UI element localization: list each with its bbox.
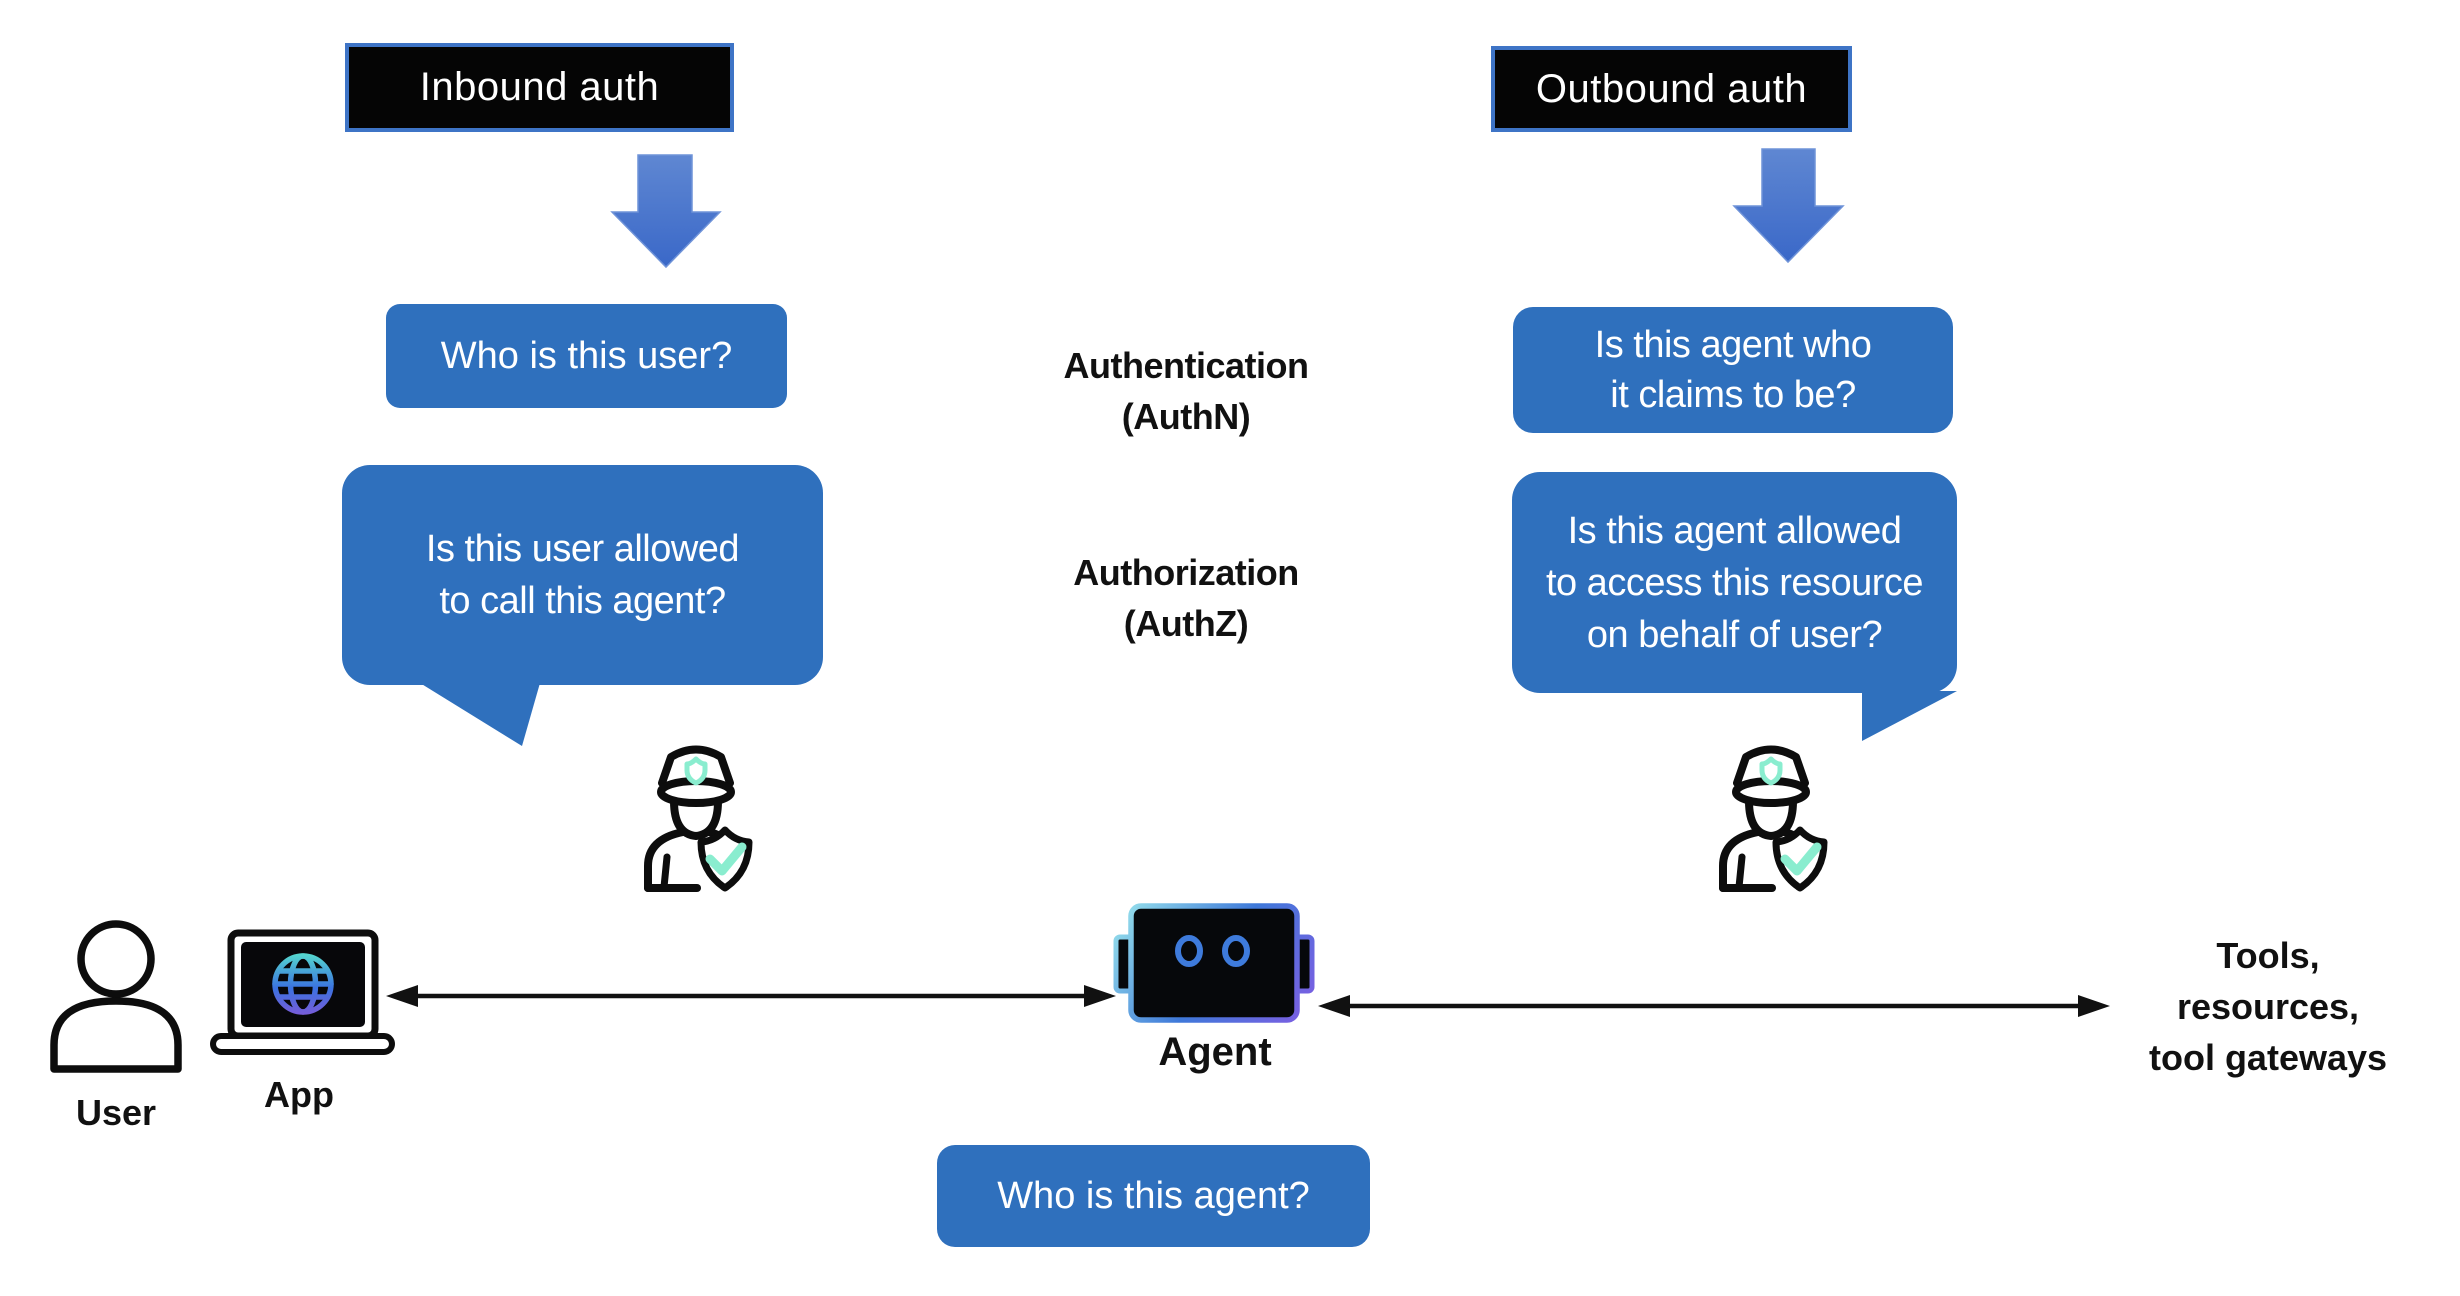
user-allowed-bubble: Is this user allowed to call this agent? [342, 465, 823, 685]
user-allowed-bubble-tail [420, 683, 540, 746]
authz-label: Authorization (AuthZ) [1073, 552, 1299, 644]
inbound-auth-header: Inbound auth [345, 43, 734, 132]
globe-icon [272, 953, 334, 1015]
outbound-auth-header: Outbound auth [1491, 46, 1852, 132]
agent-allowed-bubble-tail [1862, 691, 1957, 741]
block-down-arrow-icon [610, 154, 722, 269]
person-outline-icon [50, 920, 182, 1073]
app-label: App [264, 1074, 334, 1115]
agent-label: Agent [1158, 1030, 1272, 1074]
double-headed-arrow-icon [386, 985, 1116, 1007]
tools-label: Tools, resources, tool gateways [2148, 935, 2388, 1078]
outbound-auth-header-label: Outbound auth [1535, 66, 1808, 111]
police-officer-shield-check-icon [633, 735, 759, 893]
agent-allowed-label: Is this agent allowed to access this res… [1545, 509, 1924, 656]
user-label: User [75, 1092, 157, 1133]
robot-head-icon [1113, 903, 1315, 1023]
who-is-user-box: Who is this user? [386, 304, 787, 408]
agent-identity-box: Is this agent who it claims to be? [1513, 307, 1953, 433]
user-allowed-label: Is this user allowed to call this agent? [425, 528, 740, 622]
who-is-agent-label: Who is this agent? [997, 1174, 1310, 1217]
inbound-auth-header-label: Inbound auth [419, 65, 660, 109]
agent-allowed-bubble: Is this agent allowed to access this res… [1512, 472, 1957, 693]
block-down-arrow-icon [1732, 148, 1845, 264]
agent-identity-label: Is this agent who it claims to be? [1594, 324, 1872, 416]
double-headed-arrow-icon [1318, 995, 2110, 1017]
who-is-agent-box: Who is this agent? [937, 1145, 1370, 1247]
laptop-globe-icon [210, 929, 395, 1055]
authn-label: Authentication (AuthN) [1063, 345, 1309, 437]
police-officer-shield-check-icon [1708, 735, 1834, 893]
who-is-user-label: Who is this user? [440, 334, 733, 377]
